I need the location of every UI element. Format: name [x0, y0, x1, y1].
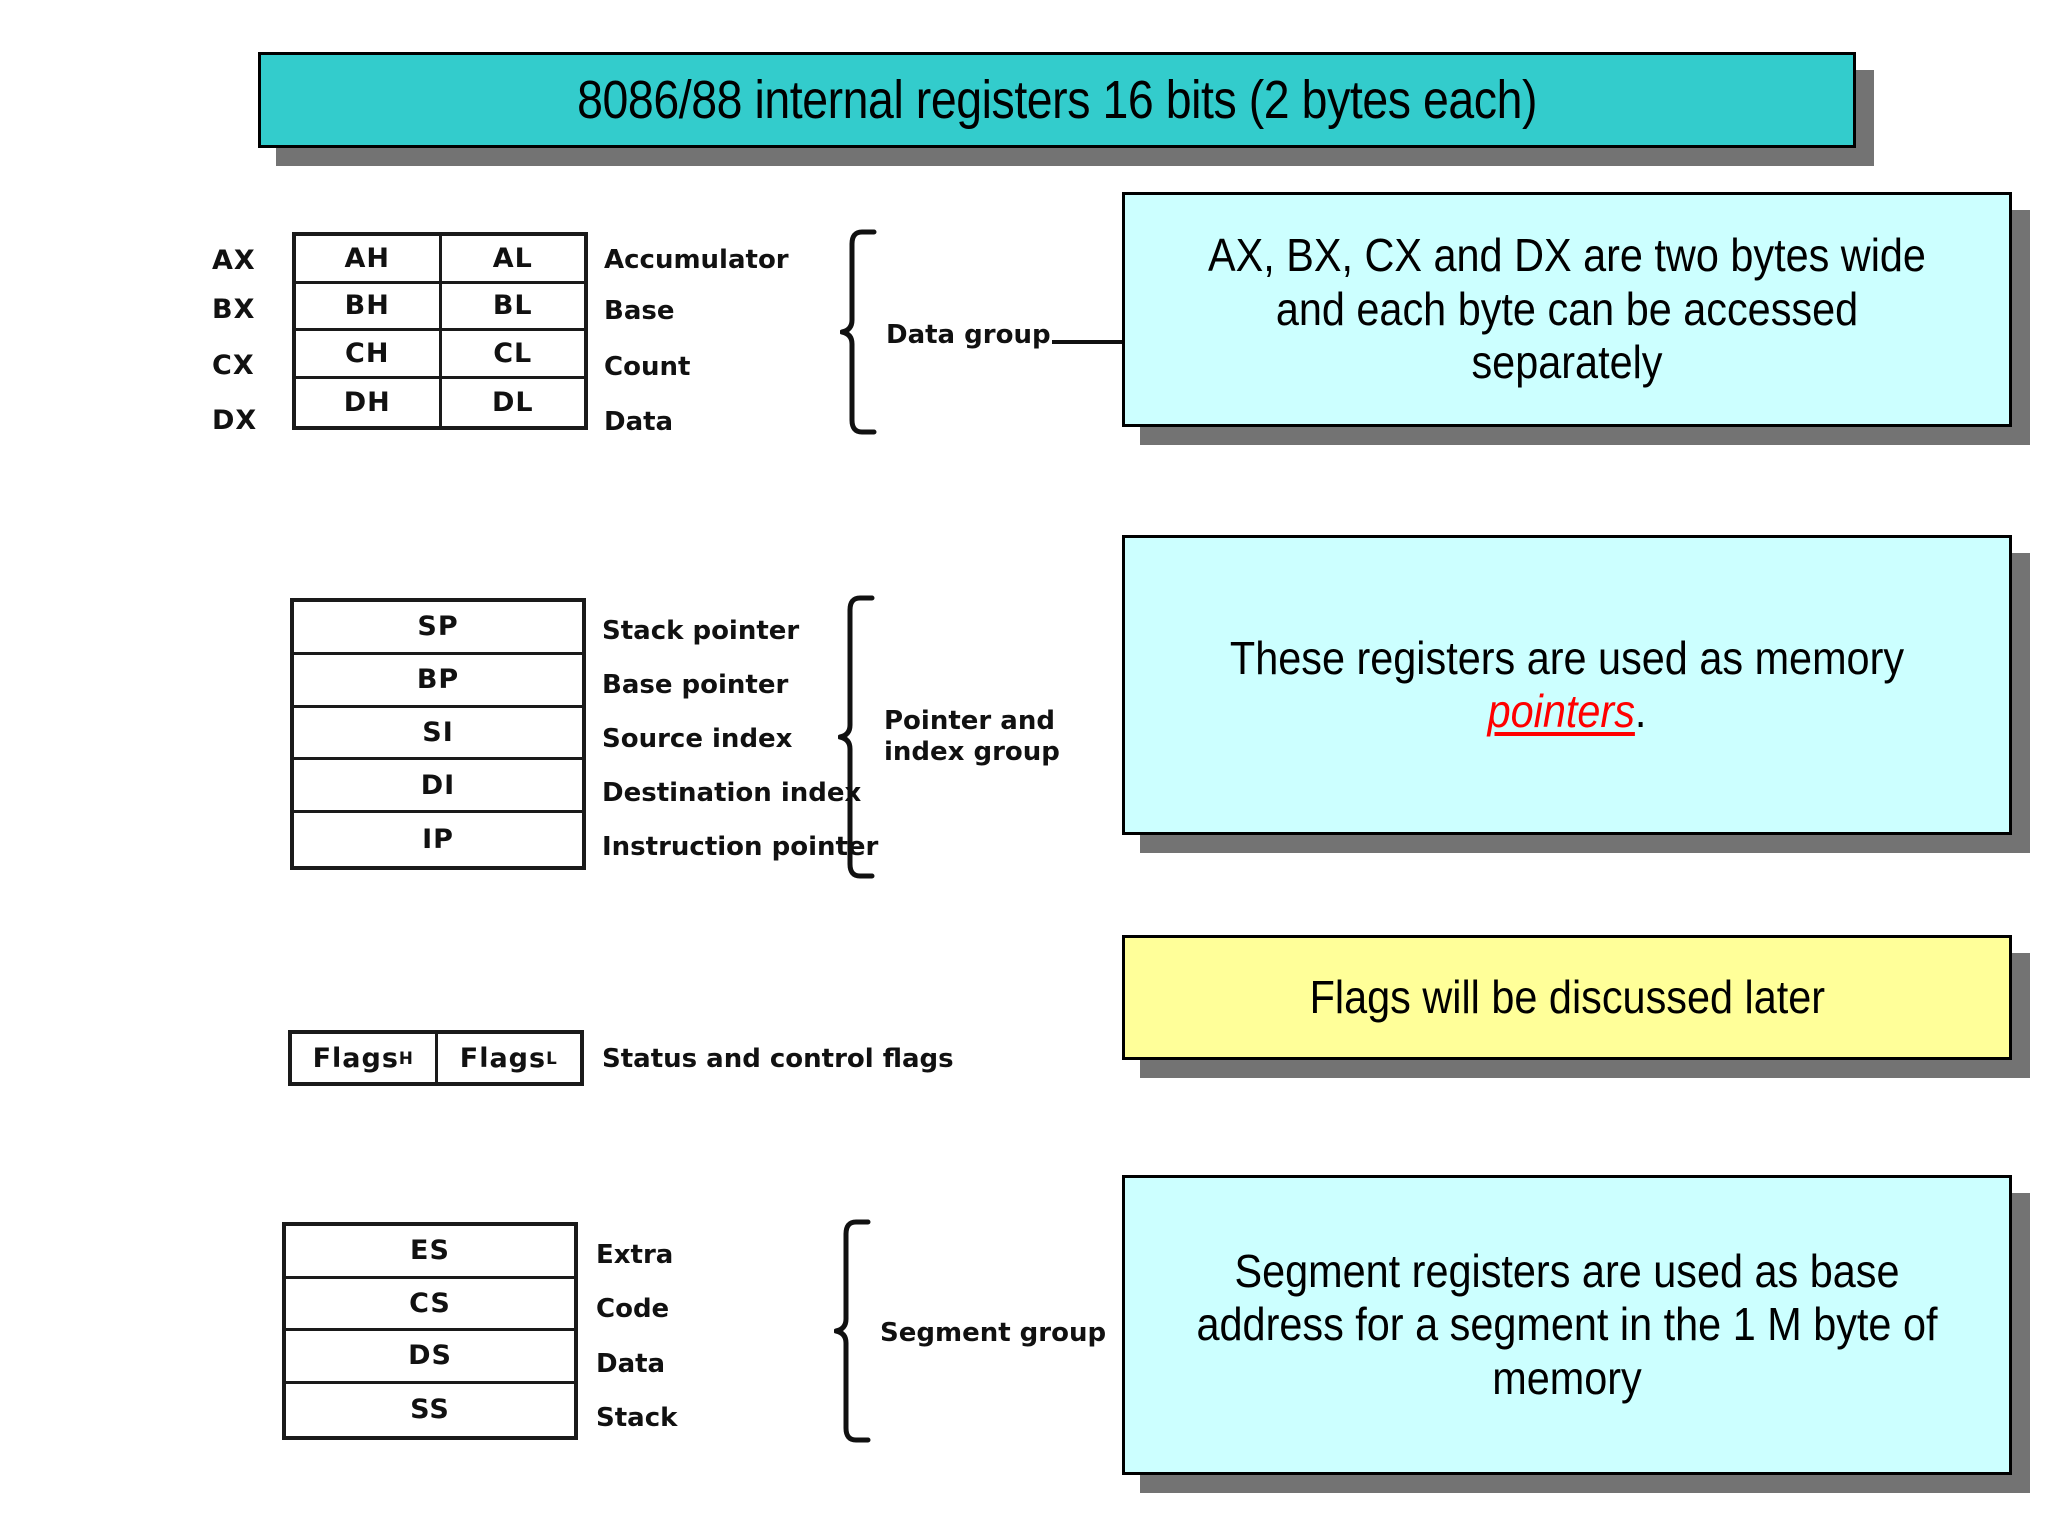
table-row: SI [294, 708, 582, 761]
callout-pointer-keyword: pointers [1487, 685, 1635, 737]
table-row: BH BL [296, 283, 584, 331]
callout-segment-text: Segment registers are used as base addre… [1196, 1244, 1938, 1404]
register-desc-data: Data [604, 407, 674, 437]
data-group-brace [840, 229, 877, 435]
register-tag-ax: AX [212, 245, 256, 276]
register-cell-bh: BH [296, 283, 442, 328]
register-cell-ss: SS [410, 1394, 450, 1426]
flags-low-label: Flags [459, 1042, 547, 1074]
register-cell-bl: BL [492, 290, 533, 322]
register-cell-bp: BP [416, 664, 460, 696]
callout-segment-registers: Segment registers are used as base addre… [1122, 1175, 2012, 1475]
register-cell-ds: DS [408, 1340, 452, 1372]
register-tag-dx: DX [212, 405, 258, 436]
callout-pointer-prefix: These registers are used as memory [1229, 631, 1905, 684]
register-cell-ah: AH [296, 236, 442, 281]
register-tag-cx: CX [212, 350, 255, 381]
register-cell-dl: DL [491, 386, 534, 418]
register-desc-count: Count [604, 352, 691, 382]
register-desc-stack-pointer: Stack pointer [602, 616, 800, 646]
pointer-index-group-brace [838, 595, 875, 879]
register-desc-code: Code [596, 1294, 670, 1324]
register-desc-destination-index: Destination index [602, 778, 862, 808]
register-cell-ip: IP [422, 824, 454, 856]
slide-title-banner: 8086/88 internal registers 16 bits (2 by… [258, 52, 1856, 148]
callout-flags-note: Flags will be discussed later [1122, 935, 2012, 1060]
table-row: CS [286, 1279, 574, 1331]
register-cell-es: ES [410, 1235, 450, 1267]
table-row: SP [294, 602, 582, 655]
register-desc-stack: Stack [596, 1403, 678, 1433]
register-cell-dh: DH [296, 378, 442, 426]
register-desc-source-index: Source index [602, 724, 793, 754]
segment-group-brace [834, 1219, 871, 1443]
register-tag-bx: BX [212, 294, 256, 325]
data-register-table: AH AL BH BL CH CL DH DL [292, 232, 588, 430]
segment-group-label: Segment group [880, 1318, 1107, 1348]
register-cell-cs: CS [409, 1287, 451, 1319]
register-cell-di: DI [420, 769, 456, 801]
register-desc-accumulator: Accumulator [604, 245, 789, 275]
register-cell-al: AL [492, 242, 533, 274]
register-cell-ch: CH [296, 331, 442, 376]
page-title: 8086/88 internal registers 16 bits (2 by… [577, 69, 1537, 130]
register-cell-sp: SP [417, 611, 459, 643]
table-row: DH DL [296, 378, 584, 426]
table-row: SS [286, 1384, 574, 1437]
register-desc-base-pointer: Base pointer [602, 670, 789, 700]
register-desc-extra: Extra [596, 1240, 674, 1270]
table-row: AH AL [296, 236, 584, 284]
data-group-label: Data group [886, 320, 1051, 350]
register-desc-data-segment: Data [596, 1349, 666, 1379]
callout-pointer-registers: These registers are used as memory point… [1122, 535, 2012, 835]
callout-pointer-text: These registers are used as memory point… [1169, 632, 1965, 739]
segment-register-table: ES CS DS SS [282, 1222, 578, 1440]
table-row: DI [294, 760, 582, 814]
callout-flags-text: Flags will be discussed later [1309, 970, 1825, 1023]
flags-high-label: Flags [312, 1042, 399, 1074]
table-row: IP [294, 813, 582, 866]
data-group-connector [1052, 340, 1122, 344]
callout-data-registers: AX, BX, CX and DX are two bytes wide and… [1122, 192, 2012, 427]
callout-data-text: AX, BX, CX and DX are two bytes wide and… [1208, 229, 1926, 389]
table-row: BP [294, 655, 582, 708]
register-cell-cl: CL [493, 337, 533, 369]
table-row: ES [286, 1226, 574, 1279]
register-desc-status-control-flags: Status and control flags [602, 1044, 954, 1074]
callout-pointer-suffix: . [1634, 685, 1647, 737]
register-desc-base: Base [604, 296, 675, 326]
pointer-index-group-label: Pointer and index group [884, 706, 1060, 767]
flags-high-subscript: H [398, 1048, 414, 1068]
register-desc-instruction-pointer: Instruction pointer [602, 832, 879, 862]
flags-low-subscript: L [546, 1048, 558, 1068]
table-row: DS [286, 1331, 574, 1384]
pointer-index-register-table: SP BP SI DI IP [290, 598, 586, 870]
register-cell-si: SI [422, 716, 454, 748]
table-row: CH CL [296, 331, 584, 379]
